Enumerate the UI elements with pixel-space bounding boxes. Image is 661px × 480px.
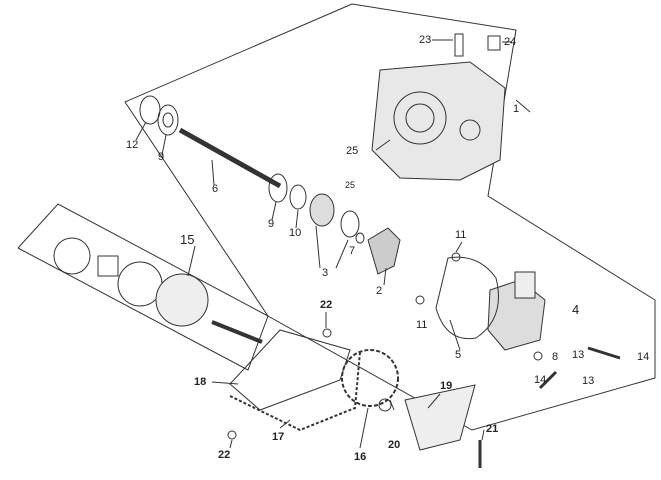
callout-23: 23 [419,34,432,46]
callout-19: 19 [440,380,453,392]
callout-17: 17 [272,431,285,443]
callout-2: 2 [376,285,383,297]
callout-15: 15 [180,232,195,247]
dowel-pin-23 [454,33,464,57]
group-outline-main [124,3,656,431]
callout-7: 7 [349,245,356,257]
oil-pump-assembly [53,237,263,344]
callout-1: 1 [513,103,520,115]
callout-24: 24 [504,36,517,48]
callout-22: 22 [218,449,231,461]
callout-14: 14 [637,351,650,363]
callout-9: 9 [158,151,165,163]
callout-16: 16 [354,451,367,463]
callout-14: 14 [534,374,547,386]
callout-25: 25 [345,180,356,190]
callout-3: 3 [322,267,329,279]
callout-20: 20 [388,439,401,451]
callout-8: 8 [552,351,559,363]
chain [229,351,361,432]
dowel-pin-24 [487,35,501,51]
callout-11: 11 [455,229,467,241]
callout-12: 12 [126,139,139,151]
crankcase-cover [371,61,506,181]
water-pump [435,256,546,351]
callout-25: 25 [346,145,359,157]
chain-guide [229,329,351,411]
callout-6: 6 [212,183,219,195]
callout-4: 4 [572,302,580,317]
callout-18: 18 [194,376,207,388]
callout-13: 13 [572,349,585,361]
callout-13: 13 [582,375,595,387]
shaft [139,95,401,275]
sprocket-cover [404,384,476,451]
callout-10: 10 [289,227,302,239]
sprocket [341,349,399,407]
group-outline-15 [17,203,269,371]
callout-22: 22 [320,299,333,311]
callout-5: 5 [455,349,462,361]
callout-21: 21 [486,423,499,435]
callout-9: 9 [268,218,275,230]
callout-11: 11 [416,319,428,331]
